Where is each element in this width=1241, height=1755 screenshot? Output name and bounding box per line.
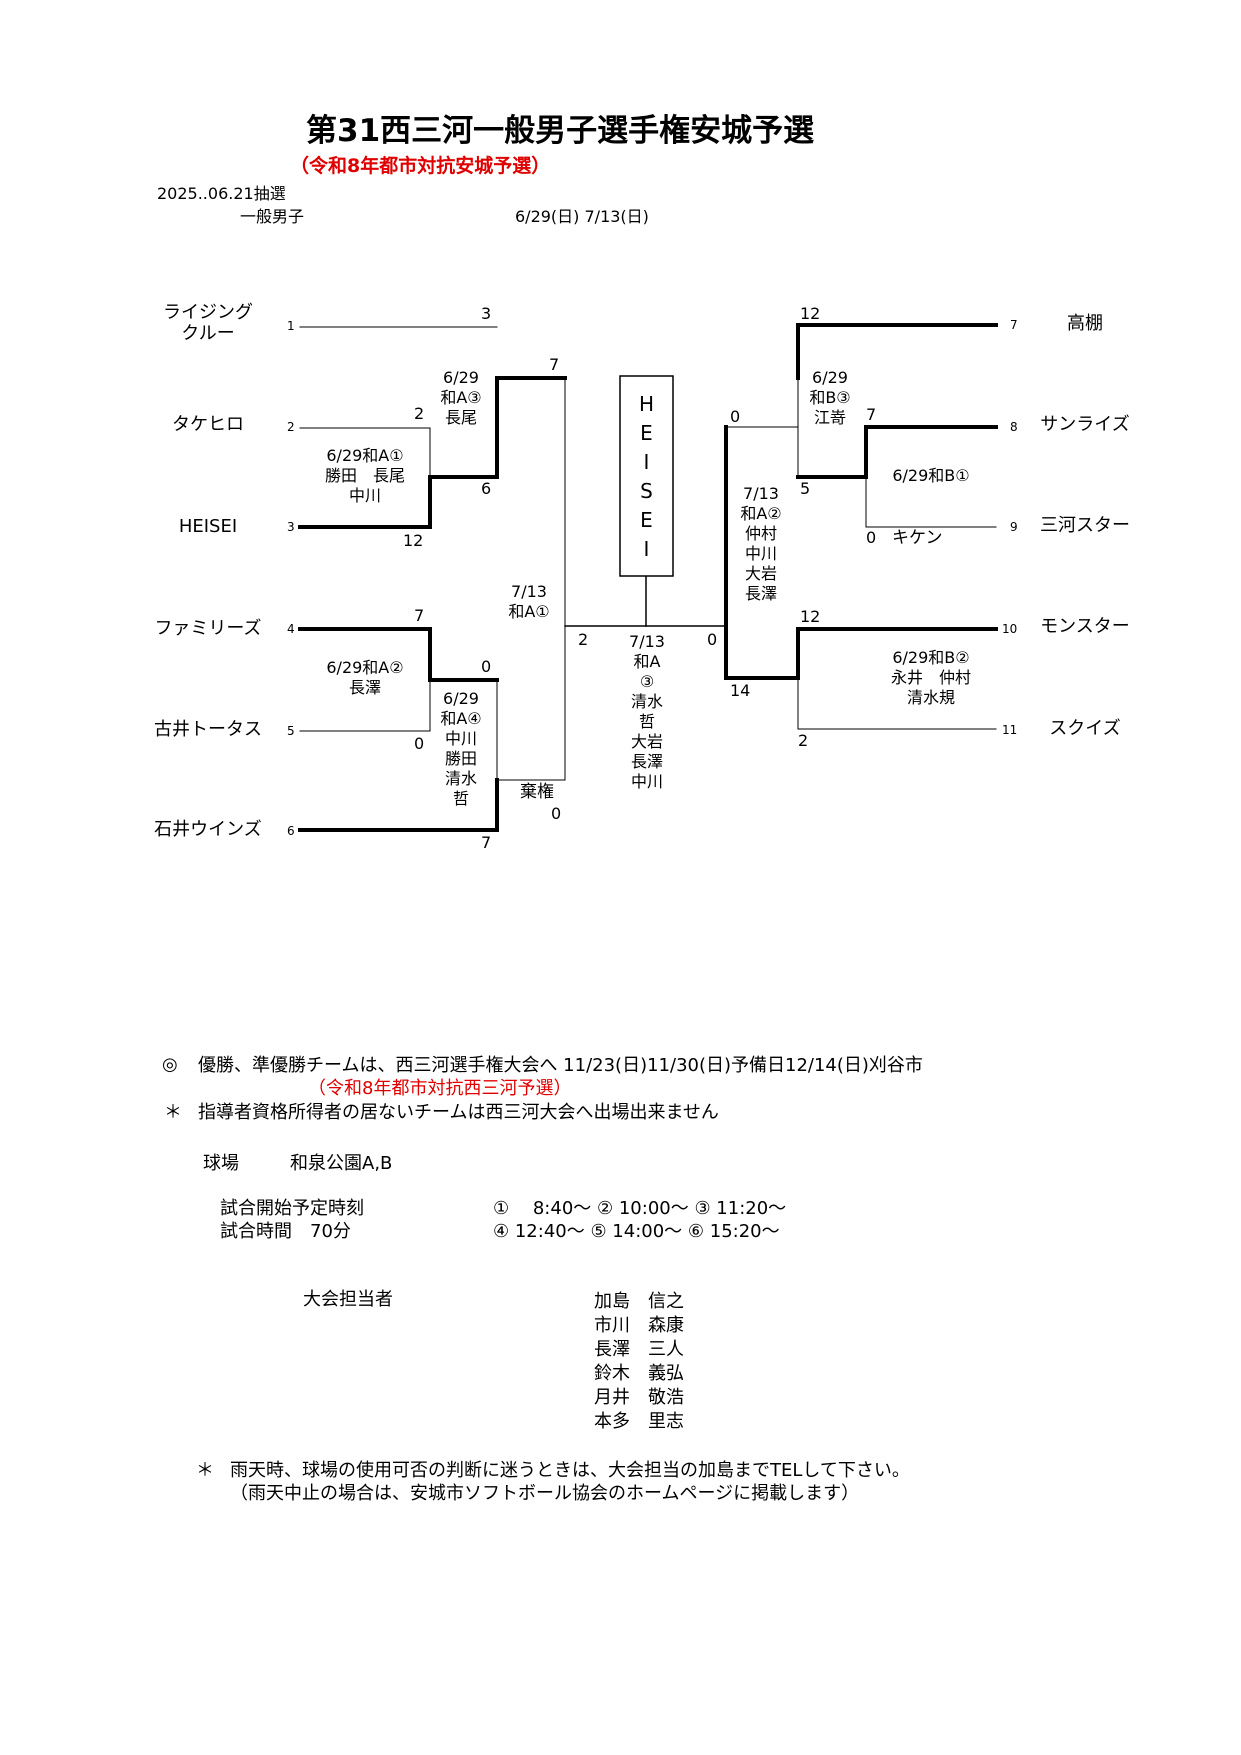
bracket-winner-line <box>298 778 499 832</box>
team-name: タケヒロ <box>172 414 244 435</box>
team-seed: 10 <box>1002 622 1018 636</box>
page-subtitle: （令和8年都市対抗安城予選） <box>290 155 551 177</box>
rain-subnote: （雨天中止の場合は、安城市ソフトボール協会のホームページに掲載します） <box>230 1483 860 1504</box>
game-info: 6/29和A① 勝田 長尾 中川 <box>324 446 405 505</box>
time-slots-row: ① 8:40～ ② 10:00～ ③ 11:20～ <box>493 1198 787 1219</box>
score: 7 <box>549 355 560 374</box>
page-title: 第31西三河一般男子選手権安城予選 <box>306 113 815 149</box>
match-dates: 6/29(日) 7/13(日) <box>515 207 649 226</box>
score: 6 <box>481 479 492 498</box>
score: 0 <box>866 528 877 547</box>
bracket-winner-line <box>724 425 998 680</box>
forfeit-label: キケン <box>892 528 943 548</box>
score: 7 <box>481 833 492 852</box>
score: 7 <box>866 405 877 424</box>
start-time-label: 試合開始予定時刻 <box>220 1198 364 1219</box>
game-info: 6/29 和A③ 長尾 <box>440 368 482 427</box>
game-info: 6/29和A② 長澤 <box>326 658 404 697</box>
game-info: 7/13 和A① <box>508 582 550 621</box>
team-name: 石井ウインズ <box>154 819 262 840</box>
game-info: 7/13 和A② 仲村 中川 大岩 長澤 <box>740 484 782 603</box>
team-name: 三河スター <box>1040 515 1130 536</box>
staff-member: 本多 里志 <box>594 1411 684 1432</box>
team-seed: 9 <box>1010 520 1018 534</box>
winner-name: H E I S E I <box>638 392 655 561</box>
game-info: 6/29 和B③ 江嵜 <box>809 368 851 427</box>
team-seed: 11 <box>1002 723 1018 737</box>
staff-member: 長澤 三人 <box>594 1339 684 1360</box>
score: 0 <box>730 407 741 426</box>
score: 0 <box>481 657 492 676</box>
note-text: 指導者資格所得者の居ないチームは西三河大会へ出場出来ません <box>198 1102 719 1123</box>
score: 0 <box>707 630 718 649</box>
rain-note: 雨天時、球場の使用可否の判断に迷うときは、大会担当の加島までTELして下さい。 <box>230 1460 910 1481</box>
time-slots-row: ④ 12:40～ ⑤ 14:00～ ⑥ 15:20～ <box>493 1221 780 1242</box>
game-info: 6/29和B② 永井 仲村 清水規 <box>890 648 971 707</box>
bracket-winner-line <box>298 376 567 529</box>
score: 2 <box>414 404 425 423</box>
game-info: 6/29和B① <box>892 466 970 485</box>
score: 2 <box>578 630 589 649</box>
staff-list: 加島 信之 市川 森康 長澤 三人 鈴木 義弘 月井 敬浩 本多 里志 <box>594 1290 684 1434</box>
staff-label: 大会担当者 <box>303 1289 393 1310</box>
staff-member: 月井 敬浩 <box>594 1387 684 1408</box>
team-name: サンライズ <box>1040 414 1130 435</box>
venue-value: 和泉公園A,B <box>290 1153 393 1174</box>
team-name: HEISEI <box>178 516 238 537</box>
team-name: ファミリーズ <box>154 618 262 639</box>
score: 0 <box>414 734 425 753</box>
score: 3 <box>481 304 492 323</box>
score: 12 <box>800 607 821 626</box>
team-seed: 2 <box>287 420 295 434</box>
score: 12 <box>403 531 424 550</box>
note-mark: ＊ <box>196 1460 214 1481</box>
team-seed: 5 <box>287 724 295 738</box>
bracket-winner-line <box>298 627 499 682</box>
team-seed: 8 <box>1010 420 1018 434</box>
tournament-bracket <box>298 323 998 832</box>
team-name: 古井トータス <box>154 719 262 740</box>
note-mark: ◎ <box>162 1054 178 1075</box>
staff-member: 鈴木 義弘 <box>594 1363 684 1384</box>
score: 0 <box>551 804 562 823</box>
team-seed: 3 <box>287 520 295 534</box>
game-info: 6/29 和A④ 中川 勝田 清水 哲 <box>440 689 482 808</box>
team-seed: 4 <box>287 622 295 636</box>
team-seed: 6 <box>287 824 295 838</box>
draw-date: 2025..06.21抽選 <box>157 184 286 203</box>
score: 2 <box>798 731 809 750</box>
note-text: 優勝、準優勝チームは、西三河選手権大会へ 11/23(日)11/30(日)予備日… <box>198 1055 923 1076</box>
team-name: モンスター <box>1040 616 1130 637</box>
team-name: スクイズ <box>1049 718 1121 739</box>
team-seed: 1 <box>287 319 295 333</box>
winner-box <box>619 375 674 577</box>
forfeit-label: 棄権 <box>520 782 554 802</box>
staff-member: 市川 森康 <box>594 1315 684 1336</box>
score: 12 <box>800 304 821 323</box>
bracket-winner-line <box>796 323 998 380</box>
team-name: ライジング クルー <box>163 302 253 344</box>
duration-label: 試合時間 70分 <box>220 1221 351 1242</box>
bracket-winner-line <box>796 425 998 479</box>
team-seed: 7 <box>1010 318 1018 332</box>
team-name: 高棚 <box>1067 313 1103 334</box>
staff-member: 加島 信之 <box>594 1291 684 1312</box>
final-game-info: 7/13 和A ③ 清水 哲 大岩 長澤 中川 <box>629 632 665 791</box>
score: 5 <box>800 479 811 498</box>
note-subtext: （令和8年都市対抗西三河予選） <box>308 1078 572 1099</box>
score: 14 <box>730 681 751 700</box>
category-label: 一般男子 <box>240 207 305 226</box>
venue-label: 球場 <box>203 1153 239 1174</box>
note-mark: ＊ <box>164 1102 182 1123</box>
score: 7 <box>414 606 425 625</box>
